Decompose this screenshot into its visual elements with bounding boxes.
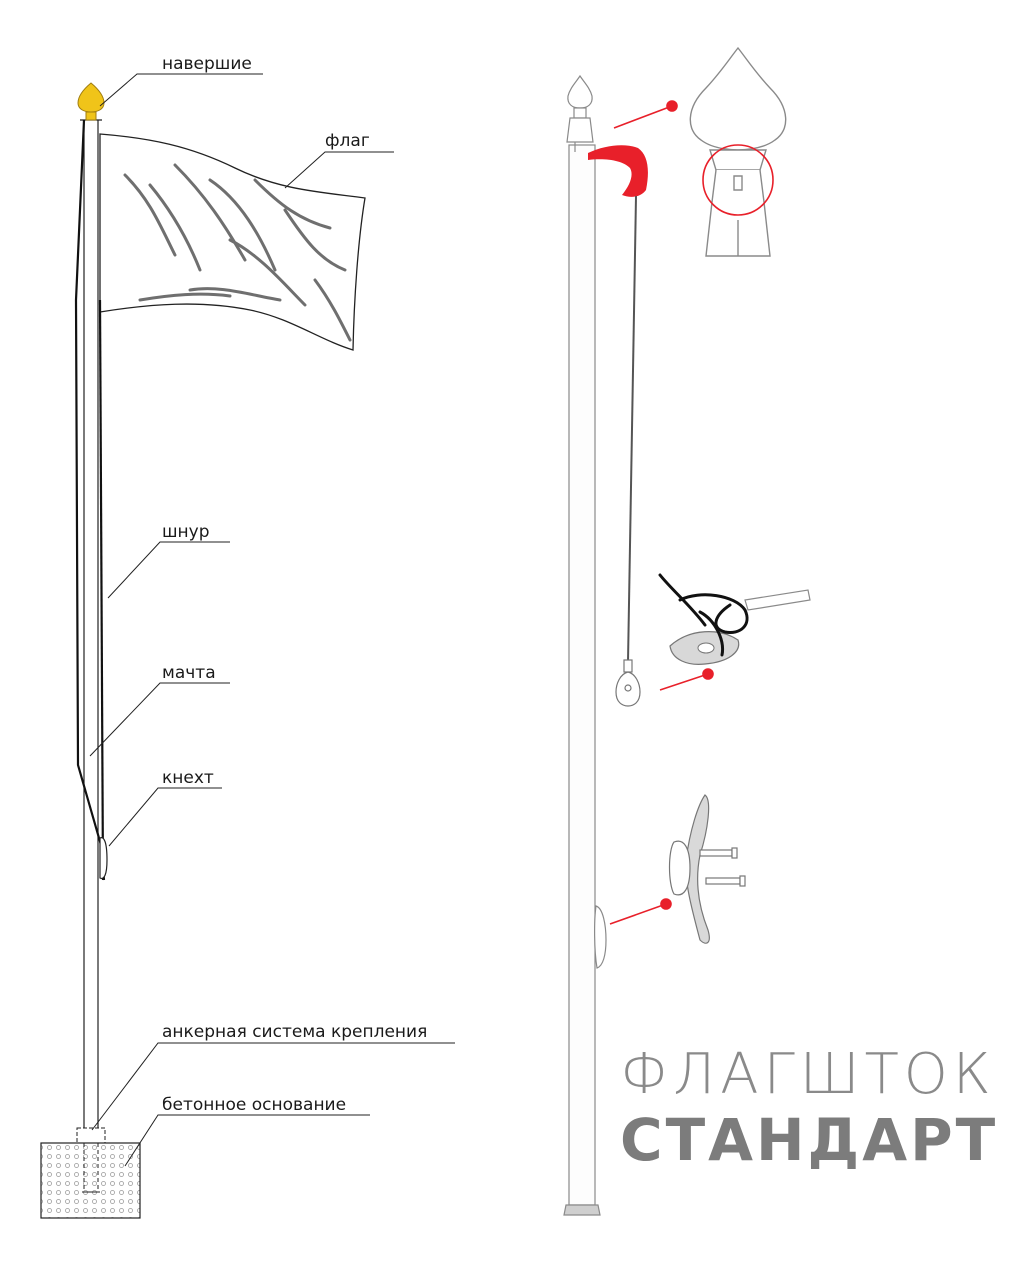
cleat-on-mast [594, 905, 607, 969]
right-flagpole: ФЛАГШТОК СТАНДАРТ [563, 46, 998, 1216]
callouts-red [609, 100, 714, 925]
rope-knot-detail [658, 573, 811, 665]
label-rope: шнур [162, 522, 210, 542]
label-flag: флаг [325, 131, 370, 151]
label-mast: мачта [162, 663, 216, 683]
finial-gold [77, 82, 105, 121]
label-base: бетонное основание [162, 1095, 346, 1115]
halyard [627, 195, 637, 663]
cleat-detail [668, 794, 746, 944]
title-line1: ФЛАГШТОК [620, 1042, 996, 1107]
left-flagpole: навершие флаг шнур мачта кнехт анкерная … [40, 54, 455, 1219]
finial-detail-highlight [702, 144, 774, 216]
finial-small [566, 74, 594, 152]
mast-detail [563, 144, 601, 1216]
cleat [99, 837, 108, 880]
concrete-base [40, 1142, 141, 1219]
flag [99, 133, 366, 351]
label-finial: навершие [162, 54, 252, 74]
anchor-system [76, 1127, 106, 1193]
label-anchor: анкерная система крепления [162, 1022, 427, 1042]
label-cleat: кнехт [162, 768, 214, 788]
leader-lines [89, 73, 455, 1167]
finial-detail [689, 46, 787, 257]
pulley-hook-red [588, 145, 648, 197]
title-line2: СТАНДАРТ [620, 1106, 998, 1174]
snap-hook [615, 659, 641, 707]
mast [80, 119, 102, 1128]
